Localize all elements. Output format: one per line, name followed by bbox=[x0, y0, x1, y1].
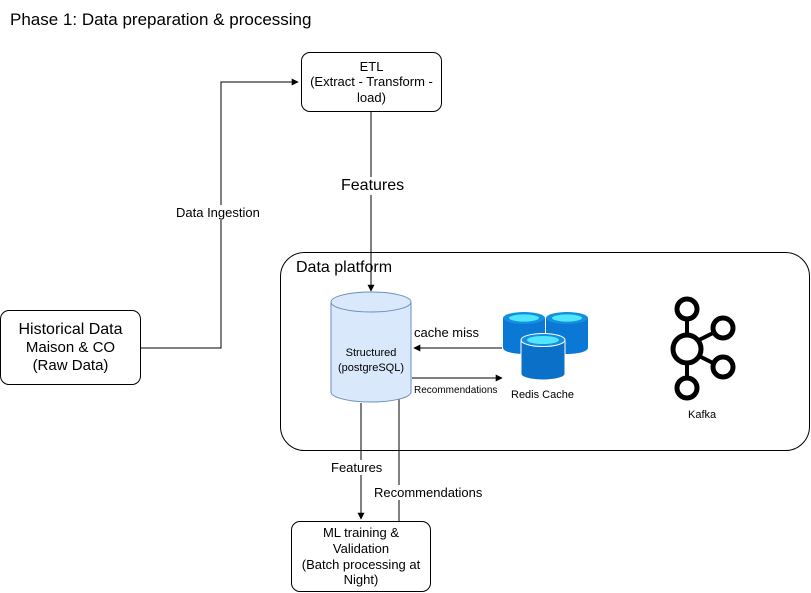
edge-label-data-ingestion: Data Ingestion bbox=[174, 205, 262, 220]
ml-training-node[interactable]: ML training & Validation (Batch processi… bbox=[291, 521, 431, 592]
etl-label-line3: load) bbox=[357, 89, 386, 105]
historical-label-source: Maison & CO bbox=[25, 339, 116, 357]
data-platform-label: Data platform bbox=[296, 259, 393, 276]
edge-label-recommendations-right: Recommendations bbox=[414, 385, 498, 396]
postgresql-label-line2: (postgreSQL) bbox=[337, 361, 405, 374]
kafka-icon bbox=[670, 296, 736, 401]
edge-label-recommendations-bottom: Recommendations bbox=[372, 485, 485, 500]
kafka-label: Kafka bbox=[688, 409, 717, 421]
ml-label-line3: (Batch processing at bbox=[301, 556, 421, 572]
historical-label-type: (Raw Data) bbox=[32, 356, 109, 374]
edge-label-features-top: Features bbox=[339, 177, 407, 195]
ml-label-line1: ML training & bbox=[322, 525, 400, 541]
redis-cache-label: Redis Cache bbox=[511, 389, 574, 401]
historical-label-title: Historical Data bbox=[18, 321, 123, 339]
etl-node[interactable]: ETL (Extract - Transform - load) bbox=[301, 52, 442, 112]
ml-label-line4: Night) bbox=[343, 572, 379, 588]
ml-label-line2: Validation bbox=[332, 540, 390, 556]
edge-label-features-bottom: Features bbox=[329, 460, 385, 475]
historical-data-node[interactable]: Historical Data Maison & CO (Raw Data) bbox=[0, 310, 141, 385]
postgresql-label: Structured (postgreSQL) bbox=[331, 346, 411, 376]
etl-label-line2: (Extract - Transform - bbox=[310, 74, 433, 90]
postgresql-cylinder[interactable] bbox=[330, 291, 412, 403]
etl-label-line1: ETL bbox=[359, 58, 384, 74]
postgresql-label-line1: Structured bbox=[345, 347, 397, 359]
redis-cache-icon bbox=[503, 312, 588, 381]
edge-label-cache-miss: cache miss bbox=[414, 325, 480, 340]
page-title: Phase 1: Data preparation & processing bbox=[10, 10, 312, 29]
